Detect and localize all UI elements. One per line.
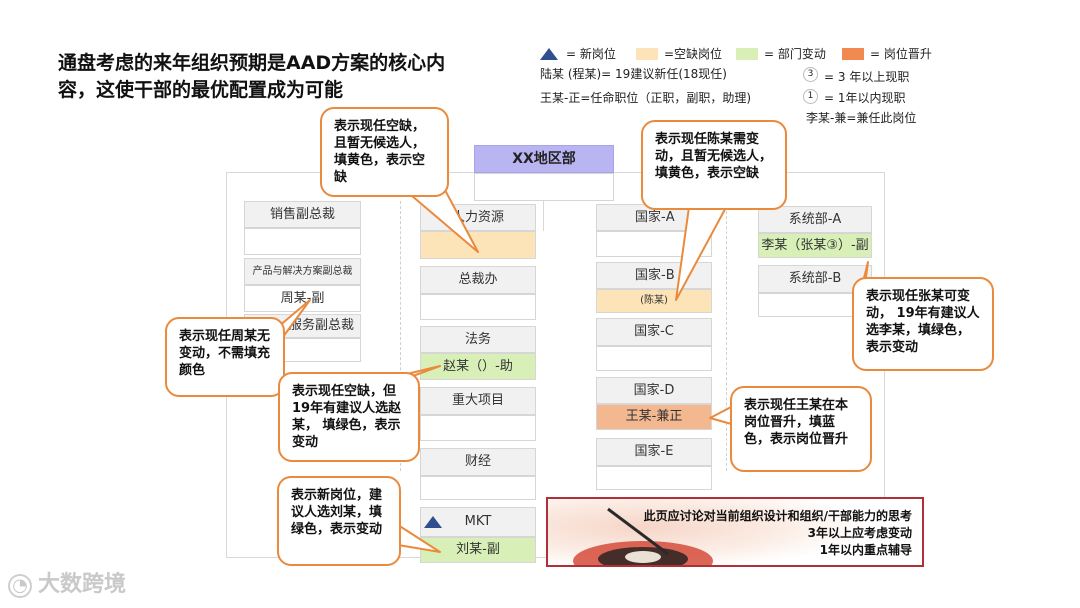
note-line-3: 1年以内重点辅导	[644, 542, 912, 559]
legend-lu: 陆某 (程某)= 19建议新任(18现任)	[540, 66, 727, 82]
wang-slot: 王某-兼正	[596, 404, 712, 430]
callout-zhou-nochange: 表示现任周某无变动，不需填充颜色	[165, 317, 285, 397]
country-a-slot	[596, 231, 712, 257]
page-title: 通盘考虑的来年组织预期是AAD方案的核心内容，这使干部的最优配置成为可能	[58, 50, 478, 104]
dashed-connector	[726, 201, 727, 471]
legend-one-year: = 1年以内现职	[824, 90, 906, 106]
product-vp-header: 产品与解决方案副总裁	[244, 258, 361, 285]
callout-chen-change: 表示现任陈某需变动，且暂无候选人，填黄色，表示空缺	[641, 120, 787, 210]
note-line-2: 3年以上应考虑变动	[644, 525, 912, 542]
country-e-header: 国家-E	[596, 438, 712, 466]
country-d-header: 国家-D	[596, 377, 712, 404]
country-c-header: 国家-C	[596, 318, 712, 346]
logo-mark-icon: ◔	[8, 574, 32, 598]
major-projects-header: 重大项目	[420, 387, 536, 415]
ceo-office-header: 总裁办	[420, 266, 536, 294]
vacant-swatch	[636, 48, 658, 60]
watermark-logo: ◔大数跨境	[8, 566, 126, 598]
note-text: 此页应讨论对当前组织设计和组织/干部能力的思考 3年以上应考虑变动 1年以内重点…	[644, 508, 912, 559]
li-slot: 李某（张某③）-副	[758, 233, 872, 258]
ceo-office-slot	[420, 294, 536, 320]
legal-header: 法务	[420, 326, 536, 353]
legend-change: = 部门变动	[764, 46, 826, 62]
discussion-note-box: 此页应讨论对当前组织设计和组织/干部能力的思考 3年以上应考虑变动 1年以内重点…	[546, 497, 924, 567]
connector-line	[543, 201, 544, 231]
hr-header: 人力资源	[420, 204, 536, 231]
callout-wang-promotion: 表示现任王某在本岗位晋升，填蓝色，表示岗位晋升	[730, 386, 872, 472]
finance-header: 财经	[420, 448, 536, 476]
zhou-slot: 周某-副	[244, 285, 361, 312]
legend-promotion: = 岗位晋升	[870, 46, 932, 62]
watermark-text: 大数跨境	[38, 572, 126, 597]
mkt-label: MKT	[465, 514, 492, 529]
sales-vp-slot	[244, 228, 361, 255]
hr-slot	[420, 231, 536, 259]
finance-slot	[420, 476, 536, 500]
callout-hr-vacant: 表示现任空缺，且暂无候选人，填黄色，表示空缺	[320, 107, 449, 197]
chen-slot: (陈某)	[596, 289, 712, 313]
legend-vacant: =空缺岗位	[664, 46, 722, 62]
new-position-triangle-icon	[424, 516, 442, 528]
note-line-1: 此页应讨论对当前组织设计和组织/干部能力的思考	[644, 508, 912, 525]
legend-three-years: = 3 年以上现职	[824, 69, 909, 85]
region-body	[474, 173, 614, 201]
zhao-slot: 赵某（）-助	[420, 353, 536, 380]
country-e-slot	[596, 466, 712, 490]
new-position-triangle-icon	[540, 48, 558, 60]
country-c-slot	[596, 346, 712, 371]
mkt-header: MKT	[420, 507, 536, 537]
one-year-circle-icon: 1	[803, 89, 818, 104]
region-header: XX地区部	[474, 145, 614, 173]
callout-zhao-change: 表示现任空缺，但19年有建议人选赵某， 填绿色，表示变动	[278, 372, 420, 462]
major-projects-slot	[420, 415, 536, 441]
legend-row-1: = 新岗位 =空缺岗位 = 部门变动 = 岗位晋升	[540, 46, 940, 66]
callout-liu-new: 表示新岗位，建议人选刘某，填绿色，表示变动	[277, 476, 401, 566]
liu-slot: 刘某-副	[420, 537, 536, 563]
promotion-swatch	[842, 48, 864, 60]
callout-zhang-change: 表示现任张某可变动， 19年有建议人选李某，填绿色，表示变动	[852, 277, 994, 371]
legend-wang: 王某-正=任命职位（正职，副职，助理)	[540, 90, 751, 106]
sales-vp-header: 销售副总裁	[244, 201, 361, 228]
country-b-header: 国家-B	[596, 262, 712, 289]
system-a-header: 系统部-A	[758, 206, 872, 233]
legend-new-position: = 新岗位	[566, 46, 616, 62]
change-swatch	[736, 48, 758, 60]
three-years-circle-icon: 3	[803, 67, 818, 82]
legend-li: 李某-兼=兼任此岗位	[806, 110, 916, 126]
